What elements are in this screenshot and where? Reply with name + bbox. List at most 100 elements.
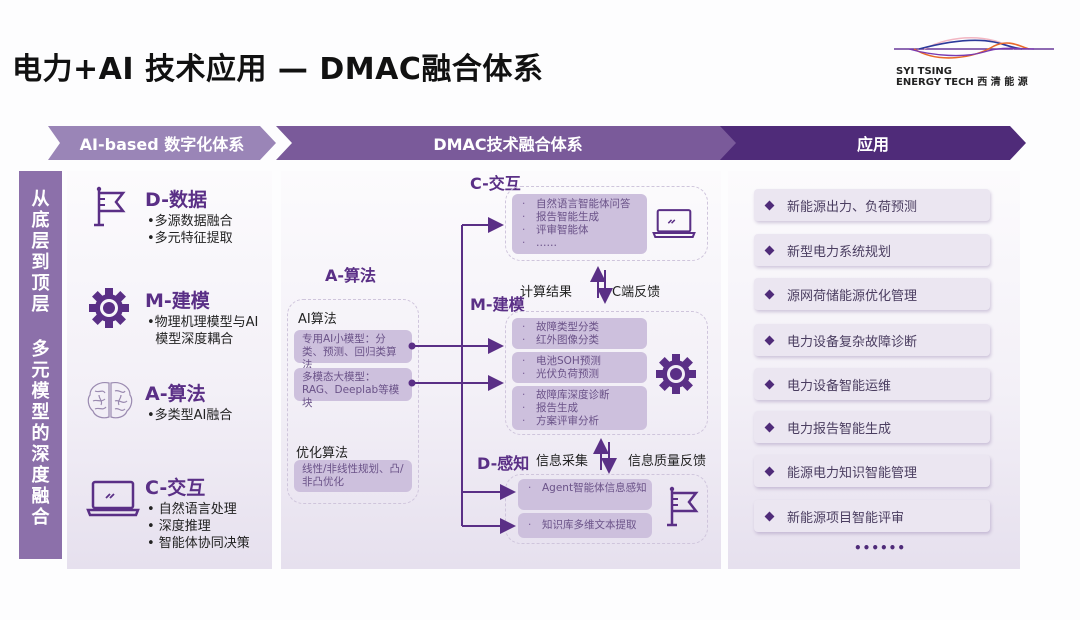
- brain-icon: [87, 382, 133, 419]
- algo-title: A-算法: [325, 266, 377, 285]
- box-text: 专用AI小模型：分类、预测、回归类算法: [302, 333, 397, 371]
- application-label: 电力设备智能运维: [787, 378, 892, 394]
- chevron-dmac: DMAC技术融合体系: [276, 126, 740, 160]
- modeling-item: 电池SOH预测: [512, 355, 647, 368]
- banner-char: 底: [31, 210, 50, 231]
- info-quality-feedback-label: 信息质量反馈: [628, 454, 707, 469]
- application-item: 源网荷储能源优化管理: [754, 278, 990, 310]
- modeling-item: 方案评审分析: [512, 415, 647, 428]
- diamond-bullet-icon: [764, 511, 775, 521]
- gear-icon: [656, 354, 696, 394]
- section-title: M-建模: [145, 290, 210, 312]
- calc-result-label: 计算结果: [520, 285, 573, 300]
- banner-char: 型: [31, 402, 50, 423]
- wave-logo-icon: [894, 37, 1054, 59]
- section-item: •多元特征提取: [147, 231, 233, 246]
- banner-char: 从: [31, 189, 50, 210]
- chevron-application: 应用: [720, 126, 1026, 160]
- banner-char: 融: [31, 486, 50, 507]
- application-item: 电力设备智能运维: [754, 368, 990, 400]
- interaction-item: 评审智能体: [512, 224, 647, 237]
- logo-text-line2: ENERGY TECH 西 清 能 源: [896, 77, 1028, 88]
- opt-algo-label: 优化算法: [296, 446, 349, 461]
- ai-small-model-box: 专用AI小模型：分类、预测、回归类算法: [294, 330, 412, 371]
- diamond-bullet-icon: [764, 379, 775, 389]
- application-label: 源网荷储能源优化管理: [787, 288, 918, 304]
- modeling-item: 红外图像分类: [512, 334, 647, 347]
- modeling-item: 故障库深度诊断: [512, 389, 647, 402]
- more-applications-ellipsis: ••••••: [854, 541, 907, 555]
- application-item: 新能源出力、负荷预测: [754, 189, 990, 221]
- section-title: D-数据: [145, 189, 208, 211]
- section-item: • 智能体协同决策: [147, 536, 250, 551]
- section-item: •物理机理模型与AI: [147, 315, 259, 330]
- opt-algo-box: 线性/非线性规划、凸/非凸优化: [294, 460, 412, 492]
- section-title: A-算法: [145, 383, 206, 405]
- banner-char: 深: [31, 444, 50, 465]
- section-header-chevrons: AI-based 数字化体系 DMAC技术融合体系 应用: [48, 126, 1028, 160]
- perception-box: Agent智能体信息感知: [518, 479, 652, 510]
- interaction-item: 自然语言智能体问答: [512, 198, 647, 211]
- modeling-item: 故障类型分类: [512, 321, 647, 334]
- application-label: 电力设备复杂故障诊断: [787, 334, 918, 350]
- modeling-group: [505, 311, 708, 435]
- diamond-bullet-icon: [764, 422, 775, 432]
- modeling-box: 电池SOH预测 光伏负荷预测: [512, 352, 647, 383]
- c-feedback-label: C端反馈: [612, 285, 661, 300]
- perception-item: 知识库多维文本提取: [518, 519, 652, 532]
- page-title: 电力+AI 技术应用 — DMAC融合体系: [12, 52, 544, 87]
- chevron-ai-based: AI-based 数字化体系: [48, 126, 276, 160]
- info-collect-label: 信息采集: [536, 454, 589, 469]
- logo-text-line1: SYI TSING: [896, 66, 952, 77]
- modeling-item: 报告生成: [512, 402, 647, 415]
- modeling-box: 故障类型分类 红外图像分类: [512, 318, 647, 349]
- banner-char: 的: [31, 423, 50, 444]
- company-logo: SYI TSING ENERGY TECH 西 清 能 源: [894, 36, 1054, 96]
- interaction-title: C-交互: [470, 174, 521, 193]
- banner-char: 度: [31, 465, 50, 486]
- interaction-group: [505, 186, 708, 261]
- ai-large-model-box: 多模态大模型：RAG、Deeplab等模块: [294, 368, 412, 409]
- perception-title: D-感知: [477, 454, 530, 473]
- perception-item: Agent智能体信息感知: [518, 482, 652, 495]
- ai-algo-label: AI算法: [298, 312, 337, 327]
- application-item: 电力报告智能生成: [754, 411, 990, 443]
- application-item: 新型电力系统规划: [754, 234, 990, 266]
- section-item: •多源数据融合: [147, 214, 233, 229]
- laptop-icon: [652, 209, 696, 239]
- application-label: 电力报告智能生成: [787, 421, 892, 437]
- interaction-box: 自然语言智能体问答 报告智能生成 评审智能体 ……: [512, 194, 647, 254]
- banner-char: 元: [31, 360, 50, 381]
- box-text: 多模态大模型：RAG、Deeplab等模块: [302, 371, 400, 409]
- section-title: C-交互: [145, 477, 206, 499]
- application-label: 新能源项目智能评审: [787, 510, 905, 526]
- banner-char: 层: [31, 294, 50, 315]
- flag-icon: [667, 486, 699, 527]
- perception-box: 知识库多维文本提取: [518, 513, 652, 538]
- left-panel: D-数据 •多源数据融合 •多元特征提取 M-建模 •物理机理模型与AI 模型深…: [67, 171, 272, 569]
- perception-group: [505, 474, 708, 544]
- application-item: 新能源项目智能评审: [754, 500, 990, 532]
- flag-icon: [94, 186, 126, 227]
- section-item: 模型深度耦合: [147, 332, 234, 347]
- modeling-item: 光伏负荷预测: [512, 368, 647, 381]
- diamond-bullet-icon: [764, 335, 775, 345]
- application-label: 新型电力系统规划: [787, 244, 892, 260]
- interaction-item: ……: [512, 237, 647, 250]
- algo-group: [287, 299, 419, 504]
- application-item: 电力设备复杂故障诊断: [754, 324, 990, 356]
- section-item: • 深度推理: [147, 519, 211, 534]
- box-text: 线性/非线性规划、凸/非凸优化: [302, 463, 404, 488]
- application-item: 能源电力知识智能管理: [754, 455, 990, 487]
- banner-char: 多: [31, 339, 50, 360]
- gear-icon: [89, 288, 129, 328]
- modeling-title: M-建模: [470, 295, 525, 314]
- modeling-box: 故障库深度诊断 报告生成 方案评审分析: [512, 386, 647, 430]
- banner-char: 顶: [31, 273, 50, 294]
- diamond-bullet-icon: [764, 466, 775, 476]
- application-label: 能源电力知识智能管理: [787, 465, 918, 481]
- banner-char: 合: [31, 507, 50, 528]
- banner-char: 模: [31, 381, 50, 402]
- section-item: • 自然语言处理: [147, 502, 237, 517]
- diamond-bullet-icon: [764, 200, 775, 210]
